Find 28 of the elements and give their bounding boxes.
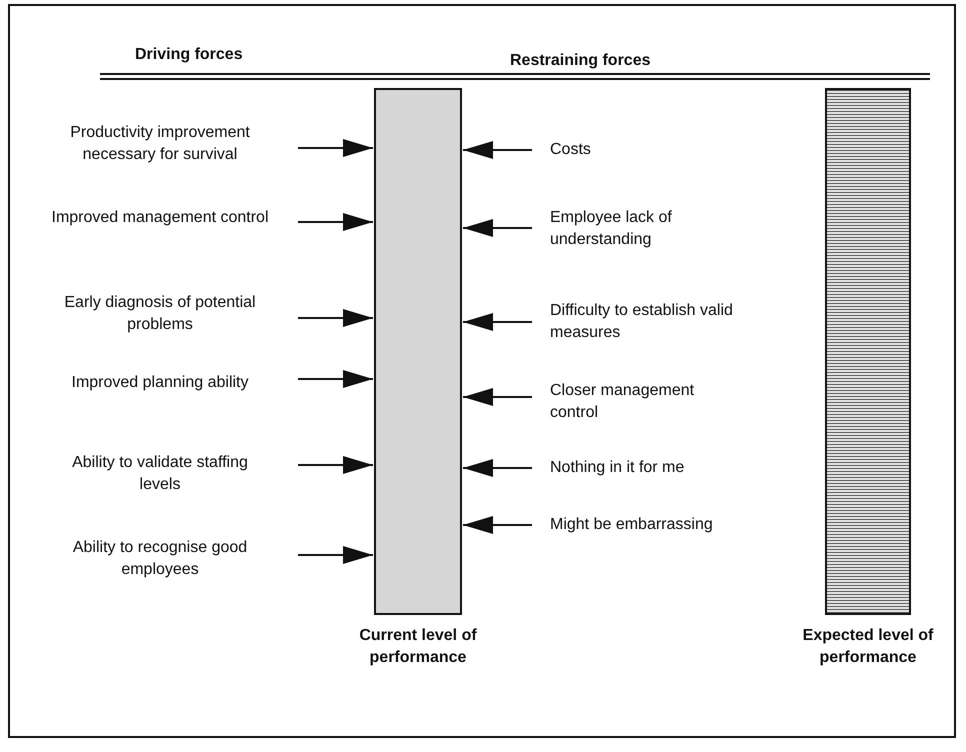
column-heading: Driving forces: [135, 46, 243, 64]
arrow: [463, 141, 532, 159]
force-label: Employee lack of understanding: [550, 207, 740, 251]
arrow: [463, 516, 532, 534]
arrow: [298, 309, 373, 327]
arrow: [463, 388, 532, 406]
force-label: Closer management control: [550, 380, 740, 424]
force-label: Might be embarrassing: [550, 514, 740, 536]
arrow: [298, 370, 373, 388]
column-heading: Restraining forces: [510, 52, 650, 70]
arrow: [463, 459, 532, 477]
arrow: [463, 313, 532, 331]
arrow: [298, 456, 373, 474]
force-label: Ability to validate staffing levels: [50, 452, 270, 496]
bar-caption: Current level of performance: [358, 626, 478, 668]
force-label: Early diagnosis of potential problems: [50, 292, 270, 336]
arrow: [463, 219, 532, 237]
arrow: [298, 139, 373, 157]
force-label: Improved planning ability: [50, 372, 270, 394]
arrow: [298, 213, 373, 231]
force-label: Costs: [550, 139, 740, 161]
force-label: Nothing in it for me: [550, 457, 740, 479]
arrow: [298, 546, 373, 564]
force-label: Ability to recognise good employees: [50, 537, 270, 581]
force-label: Productivity improvement necessary for survival: [50, 122, 270, 166]
bar-caption: Expected level of performance: [802, 626, 934, 668]
force-label: Improved management control: [50, 207, 270, 229]
force-label: Difficulty to establish valid measures: [550, 300, 740, 344]
